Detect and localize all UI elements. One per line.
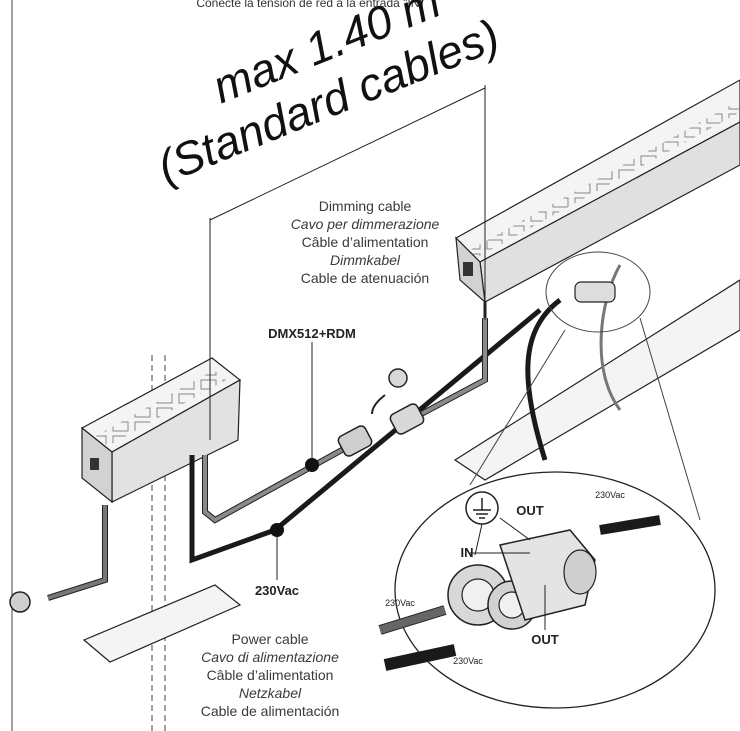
- power-cable-it: Cavo di alimentazione: [201, 649, 339, 665]
- ground-channel-upper: [453, 279, 740, 481]
- t-connector-small: [574, 281, 616, 303]
- out-label-bottom: OUT: [531, 632, 559, 647]
- zoom-source-circle: [545, 251, 651, 333]
- dmx-connector-male: [337, 425, 373, 457]
- power-cable-fr: Câble d’alimentation: [206, 667, 334, 683]
- top-note: Conecte la tensión de red a la entrada "…: [196, 0, 424, 10]
- power-dot: [270, 523, 284, 537]
- ground-channel-lower: [82, 584, 242, 663]
- cap-arrow: [371, 394, 386, 415]
- dimming-cable-fr: Câble d’alimentation: [301, 234, 429, 250]
- dimming-cable-es: Cable de atenuación: [300, 270, 430, 286]
- signal-label: DMX512+RDM: [268, 326, 356, 341]
- power-cable-es: Cable de alimentación: [200, 703, 340, 719]
- fixture-upper: [455, 79, 740, 318]
- voltage-left: 230Vac: [385, 598, 415, 608]
- power-cable-en: Power cable: [231, 631, 309, 647]
- dimming-cable-it: Cavo per dimmerazione: [290, 216, 440, 232]
- out-label-top: OUT: [516, 503, 544, 518]
- protective-cap: [388, 368, 408, 388]
- in-label: IN: [460, 545, 474, 560]
- dimming-cable-en: Dimming cable: [318, 198, 412, 214]
- fixture-lower: [80, 357, 242, 504]
- voltage-top-right: 230Vac: [595, 490, 625, 500]
- dimension-line: [209, 87, 486, 221]
- power-cable-de: Netzkabel: [238, 685, 302, 701]
- dimming-cable-de: Dimmkabel: [329, 252, 400, 268]
- end-connector: [9, 591, 31, 613]
- voltage-bottom: 230Vac: [453, 656, 483, 666]
- connector-detail: [378, 471, 716, 709]
- dmx-connector-female: [389, 403, 425, 435]
- dmx-dot: [305, 458, 319, 472]
- voltage-label: 230Vac: [254, 583, 300, 598]
